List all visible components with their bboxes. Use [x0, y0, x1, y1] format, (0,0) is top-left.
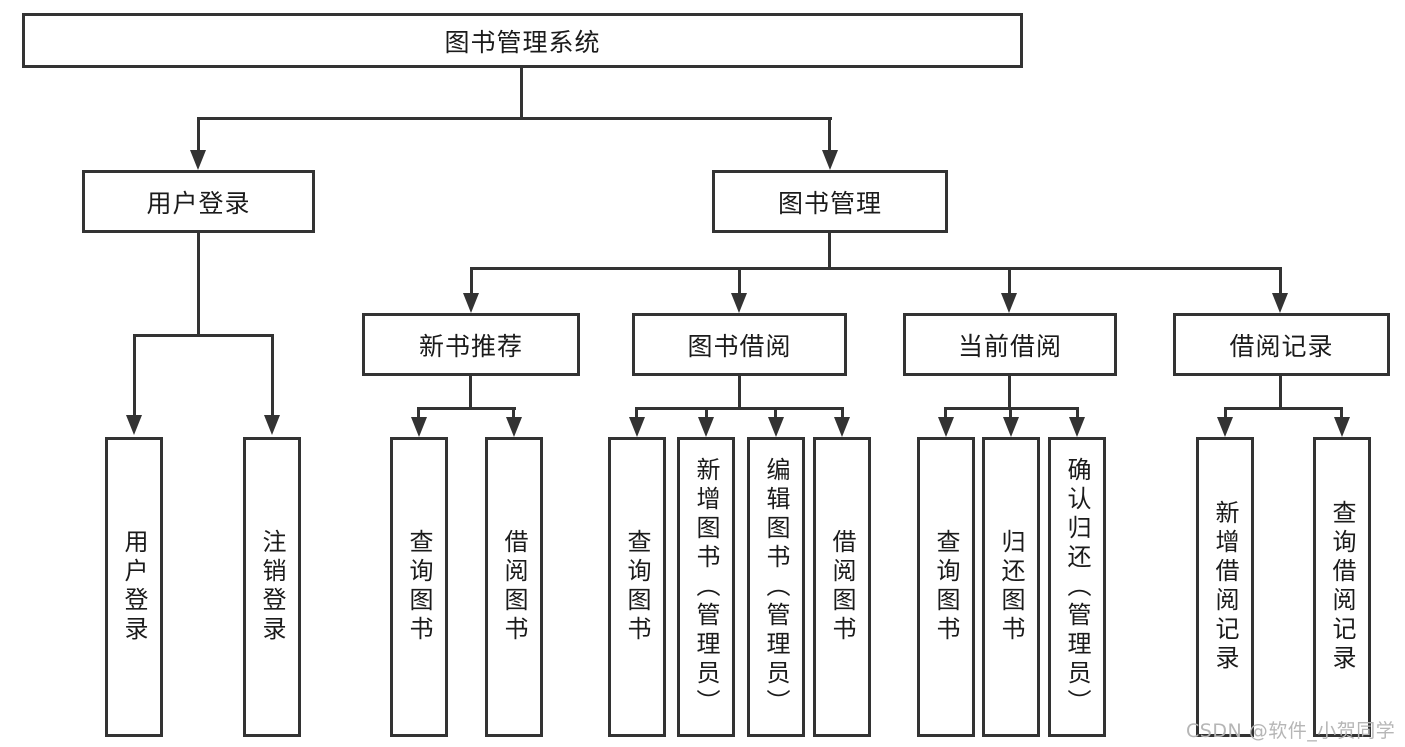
connector-line: [1340, 407, 1343, 419]
arrow-down-icon: [834, 417, 850, 437]
node-label: 新书推荐: [418, 331, 523, 361]
node-label: 查询借阅记录: [1328, 500, 1356, 674]
connector-line: [828, 117, 831, 152]
node-book-management: 图书管理: [712, 170, 948, 233]
node-new-book-recommendation: 新书推荐: [362, 313, 580, 376]
connector-line: [197, 117, 200, 152]
node-label: 查询图书: [623, 529, 651, 645]
leaf-user-login: 用户登录: [105, 437, 163, 737]
leaf-add-books-admin: 新增图书（管理员）: [677, 437, 735, 737]
node-label: 借阅记录: [1229, 331, 1334, 361]
connector-line: [133, 334, 273, 337]
arrow-down-icon: [506, 417, 522, 437]
node-label: 注销登录: [258, 529, 286, 645]
arrow-down-icon: [698, 417, 714, 437]
leaf-borrow-books: 借阅图书: [813, 437, 871, 737]
arrow-down-icon: [190, 150, 206, 170]
connector-line: [417, 407, 420, 419]
connector-line: [738, 376, 741, 410]
connector-line: [133, 334, 136, 418]
connector-line: [469, 376, 472, 410]
connector-line: [470, 267, 473, 295]
connector-line: [635, 407, 844, 410]
connector-line: [1279, 376, 1282, 410]
connector-line: [512, 407, 515, 419]
node-label: 查询图书: [932, 529, 960, 645]
leaf-query-books-current: 查询图书: [917, 437, 975, 737]
arrow-down-icon: [463, 293, 479, 313]
connector-line: [635, 407, 638, 419]
node-label: 借阅图书: [500, 529, 528, 645]
arrow-down-icon: [938, 417, 954, 437]
connector-line: [271, 334, 274, 418]
node-label: 编辑图书（管理员）: [762, 456, 790, 718]
leaf-query-borrow-record: 查询借阅记录: [1313, 437, 1371, 737]
connector-line: [738, 267, 741, 295]
arrow-down-icon: [264, 415, 280, 435]
arrow-down-icon: [1334, 417, 1350, 437]
node-label: 借阅图书: [828, 529, 856, 645]
connector-line: [705, 407, 708, 419]
leaf-query-books-recommend: 查询图书: [390, 437, 448, 737]
connector-line: [1224, 407, 1227, 419]
arrow-down-icon: [1272, 293, 1288, 313]
connector-line: [841, 407, 844, 419]
connector-line: [197, 117, 832, 120]
node-borrowing-records: 借阅记录: [1173, 313, 1390, 376]
connector-line: [520, 68, 523, 118]
arrow-down-icon: [822, 150, 838, 170]
connector-line: [828, 233, 831, 270]
arrow-down-icon: [411, 417, 427, 437]
arrow-down-icon: [629, 417, 645, 437]
node-label: 确认归还（管理员）: [1063, 456, 1091, 718]
node-book-management-system: 图书管理系统: [22, 13, 1023, 68]
leaf-logout: 注销登录: [243, 437, 301, 737]
node-label: 用户登录: [120, 529, 148, 645]
node-label: 新增借阅记录: [1211, 500, 1239, 674]
node-user-login: 用户登录: [82, 170, 315, 233]
leaf-add-borrow-record: 新增借阅记录: [1196, 437, 1254, 737]
leaf-edit-books-admin: 编辑图书（管理员）: [747, 437, 805, 737]
arrow-down-icon: [1001, 293, 1017, 313]
node-label: 图书管理: [777, 188, 882, 218]
node-label: 当前借阅: [957, 331, 1062, 361]
connector-line: [1008, 267, 1011, 295]
node-label: 新增图书（管理员）: [692, 456, 720, 718]
node-label: 图书借阅: [687, 331, 792, 361]
connector-line: [417, 407, 516, 410]
connector-line: [1008, 376, 1011, 410]
node-label: 用户登录: [146, 188, 251, 218]
arrow-down-icon: [1069, 417, 1085, 437]
connector-line: [1009, 407, 1012, 419]
node-label: 归还图书: [997, 529, 1025, 645]
leaf-confirm-return-admin: 确认归还（管理员）: [1048, 437, 1106, 737]
arrow-down-icon: [126, 415, 142, 435]
connector-line: [774, 407, 777, 419]
node-label: 查询图书: [405, 529, 433, 645]
node-book-borrowing: 图书借阅: [632, 313, 847, 376]
node-label: 图书管理系统: [444, 27, 601, 57]
leaf-query-books-borrow: 查询图书: [608, 437, 666, 737]
arrow-down-icon: [731, 293, 747, 313]
connector-line: [1076, 407, 1079, 419]
connector-line: [1279, 267, 1282, 295]
connector-line: [944, 407, 947, 419]
node-current-borrowing: 当前借阅: [903, 313, 1117, 376]
arrow-down-icon: [1217, 417, 1233, 437]
arrow-down-icon: [1003, 417, 1019, 437]
leaf-return-books: 归还图书: [982, 437, 1040, 737]
csdn-watermark: CSDN @软件_小贺同学: [1186, 720, 1396, 742]
leaf-borrow-books-recommend: 借阅图书: [485, 437, 543, 737]
connector-line: [197, 233, 200, 337]
connector-line: [470, 267, 1282, 270]
arrow-down-icon: [768, 417, 784, 437]
connector-line: [1224, 407, 1343, 410]
